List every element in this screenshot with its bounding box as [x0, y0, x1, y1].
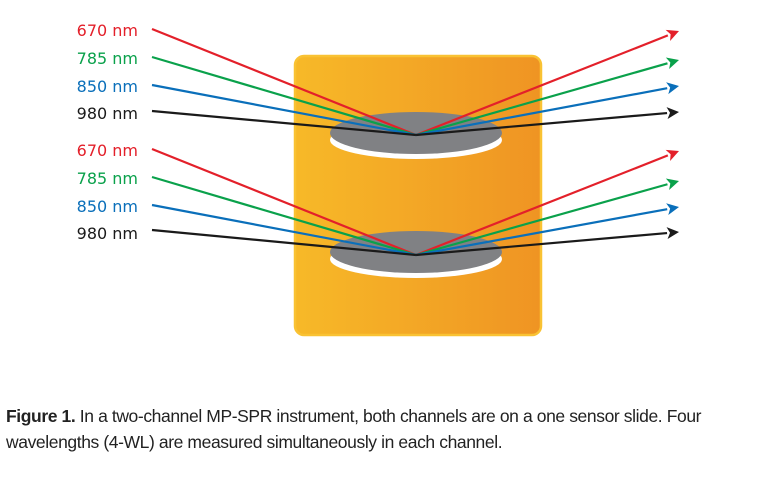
arrowhead-icon [665, 29, 679, 41]
reflected-beam-670nm [415, 154, 669, 257]
incident-beam-980nm [151, 109, 417, 137]
arrowhead-icon [666, 82, 679, 95]
incident-beam-980nm [151, 228, 417, 257]
sensor-slide [293, 54, 543, 337]
caption-text: In a two-channel MP-SPR instrument, both… [6, 406, 702, 452]
arrowhead-icon [666, 203, 679, 216]
arrowhead-icon [665, 57, 679, 70]
reflected-beam-980nm [415, 231, 668, 257]
reflected-beam-785nm [415, 62, 668, 137]
incident-beam-850nm [151, 83, 417, 137]
caption-label: Figure 1. [6, 406, 76, 426]
wavelength-label: 980 nm [77, 224, 138, 243]
wavelength-label: 980 nm [77, 104, 138, 123]
wavelength-label: 850 nm [77, 197, 138, 216]
arrowhead-icon [666, 227, 679, 240]
reflected-beam-850nm [415, 208, 668, 257]
reflected-beam-670nm [415, 34, 669, 137]
wavelength-label: 785 nm [77, 169, 138, 188]
incident-beam-785nm [151, 55, 417, 137]
wavelength-label: 670 nm [77, 141, 138, 160]
sensor-spot-1 [330, 112, 502, 159]
incident-beam-670nm [151, 147, 417, 257]
reflected-beam-980nm [415, 111, 668, 137]
wavelength-label: 785 nm [77, 49, 138, 68]
arrowhead-icon [666, 107, 679, 120]
incident-beam-785nm [151, 175, 417, 257]
wavelength-label: 850 nm [77, 77, 138, 96]
incident-beam-850nm [151, 203, 417, 257]
arrowhead-icon [665, 178, 679, 191]
reflected-beam-785nm [415, 183, 668, 257]
incident-beam-670nm [151, 27, 417, 137]
wavelength-label: 670 nm [77, 21, 138, 40]
mp-spr-diagram: 670 nm 785 nm 850 nm 980 nm 670 nm 785 nm 850 … [77, 21, 679, 337]
reflected-beam-850nm [415, 87, 668, 137]
arrowhead-icon [665, 149, 679, 161]
figure-caption: Figure 1. In a two-channel MP-SPR instru… [6, 403, 776, 455]
